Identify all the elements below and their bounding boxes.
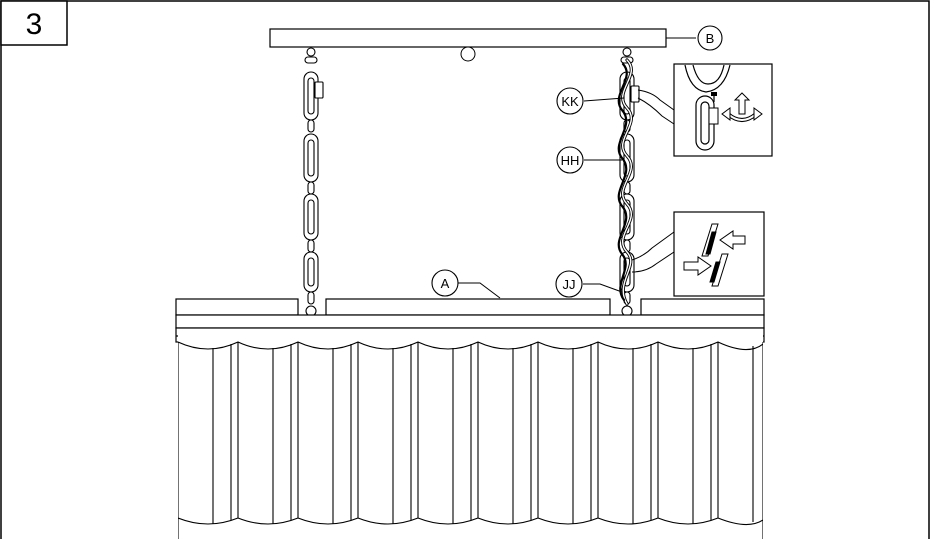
rotate-arrow-icon [721,92,763,122]
wire [617,58,633,306]
step-badge: 3 [0,0,68,46]
left-chain [303,47,324,317]
canopy [269,28,667,62]
detail-inset-clip [637,63,773,157]
callout-a: A [431,269,501,299]
callout-kk: KK [556,87,625,115]
callout-b: B [666,25,723,51]
callout-a-label: A [441,276,450,291]
callout-jj-label: JJ [563,277,576,292]
detail-inset-connector [631,211,765,297]
fixture-skirt [178,330,763,539]
callout-b-label: B [706,31,715,46]
callout-jj: JJ [555,270,623,298]
callout-hh: HH [556,146,622,174]
step-number: 3 [26,8,43,41]
callout-kk-label: KK [561,94,579,109]
callout-hh-label: HH [561,153,580,168]
